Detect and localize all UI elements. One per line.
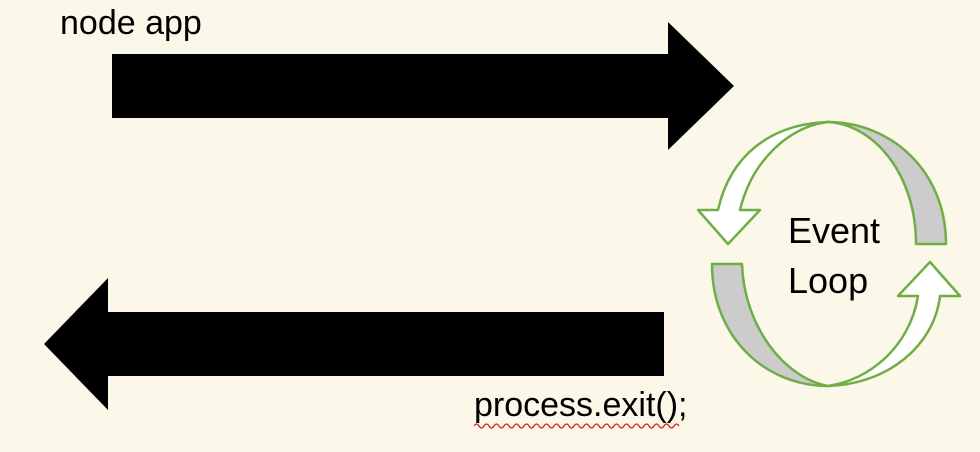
node-app-label: node app: [60, 4, 202, 42]
process-exit-label: process.exit();: [474, 386, 688, 424]
backward-arrow: [44, 278, 664, 410]
event-loop-label-line2: Loop: [788, 260, 869, 301]
spellcheck-underline: [474, 423, 680, 429]
loop-band-top-right: [826, 120, 948, 246]
loop-arrow-bottom-right: [826, 260, 962, 388]
loop-arrow-top-left: [696, 120, 830, 246]
forward-arrow: [112, 22, 734, 150]
event-loop-label: Event Loop: [788, 206, 880, 306]
event-loop-label-line1: Event: [788, 210, 881, 251]
